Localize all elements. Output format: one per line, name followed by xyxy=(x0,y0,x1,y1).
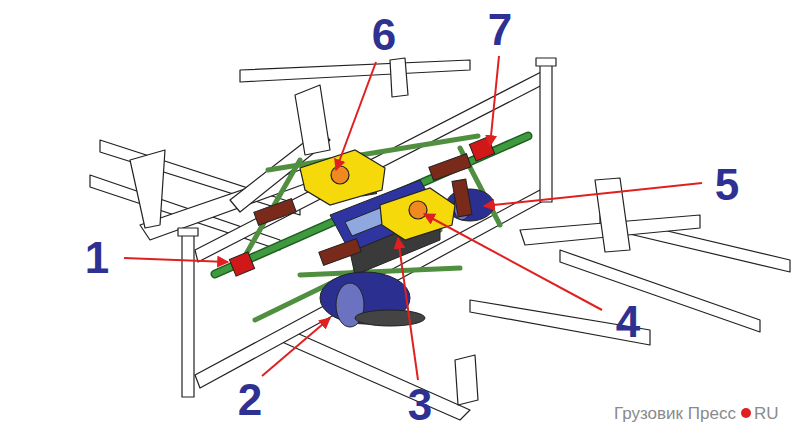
watermark-text: Грузовик Пресс xyxy=(614,405,736,422)
callout-number: 5 xyxy=(715,163,739,207)
callout-number: 2 xyxy=(238,378,262,422)
callout-number: 4 xyxy=(616,300,640,344)
callout-number: 1 xyxy=(85,236,109,280)
frame xyxy=(90,58,790,420)
callout-number: 7 xyxy=(488,8,512,52)
watermark-dot xyxy=(741,408,751,418)
callout-number: 3 xyxy=(408,383,432,427)
callout-number: 6 xyxy=(372,13,396,57)
watermark-text: RU xyxy=(754,405,779,422)
leader-line xyxy=(124,56,702,380)
